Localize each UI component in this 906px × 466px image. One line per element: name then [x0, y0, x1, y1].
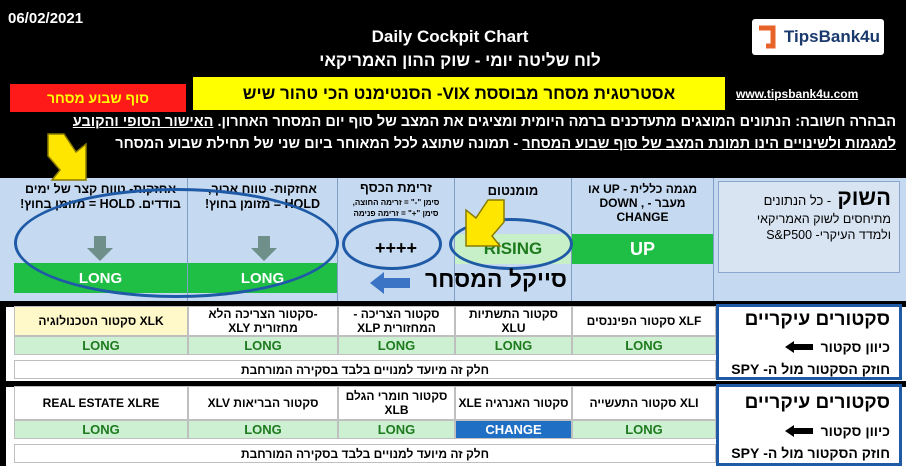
market-title: השוק - כל הנתונים: [727, 185, 891, 211]
notice-line-2-text: - תמונה שתוצג לכל המאוחר ביום שני של תחי…: [115, 136, 519, 152]
subscribers-note: חלק זה מיועד למנויים בלבד בסקירה המורחבת: [14, 444, 716, 463]
subscribers-note: חלק זה מיועד למנויים בלבד בסקירה המורחבת: [14, 360, 716, 379]
left-arrow-icon: [370, 272, 410, 294]
sector-cell-xly: -סקטור הצריכה הלא מחזורית XLY: [188, 306, 338, 336]
sector-cell-xlv: סקטור הבריאות XLV: [188, 386, 338, 420]
left-edge-bar: [0, 381, 6, 466]
trend-value: UP: [572, 234, 713, 264]
money-flow-note-2: סימן "+" = זרימה פנימה: [353, 209, 439, 218]
money-flow-note-1: סימן "-" = זרימה החוצה,: [352, 198, 440, 207]
sectors-label: סקטורים עיקריים: [744, 392, 890, 413]
money-flow-header: זרימת הכסף: [360, 180, 432, 195]
end-of-week-badge: סוף שבוע מסחר: [10, 84, 186, 112]
sector-direction-xlv: LONG: [188, 420, 338, 439]
sector-cell-xlb: סקטור חומרי הגלם XLB: [338, 386, 455, 420]
holdings-highlight-ellipse: [14, 188, 339, 298]
sector-direction-xli: LONG: [572, 420, 716, 439]
sector-direction-xlp: LONG: [338, 336, 455, 355]
sector-direction-xle: CHANGE: [455, 420, 572, 439]
market-description-box: השוק - כל הנתונים מתיחסים לשוק האמריקאי …: [718, 181, 900, 273]
sector-cell-xlu: סקטור התשתיות XLU: [455, 306, 572, 336]
sector-direction-xlre: LONG: [14, 420, 188, 439]
strength-row-label: חוזק הסקטור מול ה- SPY: [731, 445, 890, 461]
momentum-header: מומנטום: [487, 183, 539, 198]
sector-direction-xlb: LONG: [338, 420, 455, 439]
notice-line-1: הבהרה חשובה: הנתונים המוצגים מתעדכנים בר…: [6, 114, 896, 130]
sector-cell-xle: סקטור האנרגיה XLE: [455, 386, 572, 420]
direction-row-label: כיוון סקטור: [718, 336, 900, 358]
sector-cell-xli: XLI סקטור התעשייה: [572, 386, 716, 420]
notice-line-1-text: הבהרה חשובה: הנתונים המוצגים מתעדכנים בר…: [217, 114, 896, 130]
market-title-word: השוק: [837, 185, 891, 210]
page-title: Daily Cockpit Chart: [371, 27, 529, 46]
left-arrow-icon: [784, 425, 813, 437]
direction-label-text: כיוון סקטור: [820, 423, 890, 439]
money-flow-highlight-ellipse: [342, 218, 442, 270]
sector-label-frame: [716, 304, 902, 380]
notice-line-2-emphasis: למגמות ולשינויים הינו תמונת המצב של סוף …: [522, 136, 896, 152]
direction-label-text: כיוון סקטור: [820, 339, 890, 355]
sectors-label: סקטורים עיקריים: [744, 309, 890, 330]
notice-line-2: למגמות ולשינויים הינו תמונת המצב של סוף …: [6, 136, 896, 152]
left-arrow-icon: [784, 341, 813, 353]
market-description: מתיחסים לשוק האמריקאי ולמדד העיקרי- S&P5…: [756, 212, 891, 242]
sector-cell-xlre: REAL ESTATE XLRE: [14, 386, 188, 420]
section-divider: [0, 381, 906, 387]
logo-text: TipsBank4u: [783, 27, 881, 46]
notice-line-1-emphasis: האישור הסופי והקובע: [72, 114, 214, 130]
sector-cell-xlf: XLF סקטור הפיננסים: [572, 306, 716, 336]
trend-header: מגמה כללית - UP או מעבר DOWN , - CHANGE: [587, 182, 698, 224]
sector-label-frame: [716, 384, 902, 466]
page-subtitle: לוח שליטה יומי - שוק ההון האמריקאי: [319, 51, 601, 70]
sector-direction-xly: LONG: [188, 336, 338, 355]
yellow-pointer-arrow-icon: [465, 199, 505, 247]
sector-direction-xlu: LONG: [455, 336, 572, 355]
market-title-suffix: - כל הנתונים: [763, 193, 832, 208]
strategy-banner: אסטרטגית מסחר מבוססת VIX- הסנטימנט הכי ט…: [193, 77, 725, 110]
left-edge-bar: [0, 301, 6, 381]
trading-cycle-label: סייקל המסחר: [425, 266, 567, 292]
logo-mark-icon: [758, 25, 776, 49]
sector-cell-xlk: XLK סקטור הטכנולוגיה: [14, 306, 188, 336]
strength-row-label: חוזק הסקטור מול ה- SPY: [731, 361, 890, 377]
header: 06/02/2021 Daily Cockpit Chart לוח שליטה…: [0, 0, 906, 178]
site-link[interactable]: www.tipsbank4u.com: [736, 87, 859, 101]
yellow-pointer-arrow-icon: [47, 133, 87, 181]
direction-row-label: כיוון סקטור: [718, 420, 900, 442]
momentum-highlight-ellipse: [449, 218, 573, 270]
trend-column: מגמה כללית - UP או מעבר DOWN , - CHANGE …: [572, 178, 714, 301]
report-date: 06/02/2021: [8, 10, 84, 27]
sector-cell-xlp: סקטור הצריכה - המחזורית XLP: [338, 306, 455, 336]
logo[interactable]: TipsBank4u: [752, 19, 884, 55]
sector-direction-xlf: LONG: [572, 336, 716, 355]
sector-direction-xlk: LONG: [14, 336, 188, 355]
section-divider: [0, 301, 906, 307]
